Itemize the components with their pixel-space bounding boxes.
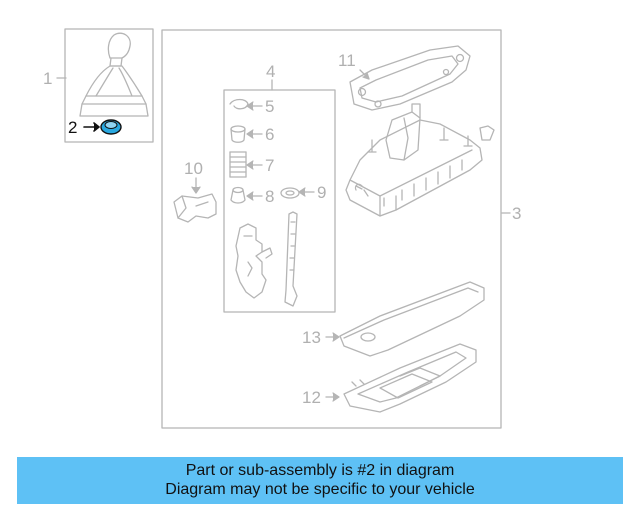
spring-drawing xyxy=(229,151,247,178)
banner-line-2: Diagram may not be specific to your vehi… xyxy=(165,481,475,498)
pivot-bracket-drawing xyxy=(235,223,273,299)
banner-line-1: Part or sub-assembly is #2 in diagram xyxy=(185,462,455,479)
shifter-housing-drawing xyxy=(345,103,495,217)
callout-11[interactable]: 11 xyxy=(338,51,356,70)
callout-4[interactable]: 4 xyxy=(266,62,275,81)
top-cover-plate-drawing xyxy=(349,45,471,111)
callout-6[interactable]: 6 xyxy=(265,125,274,144)
bracket-clip-drawing xyxy=(173,193,217,223)
callout-9[interactable]: 9 xyxy=(317,183,326,202)
shift-lever-rod-drawing xyxy=(284,211,298,307)
base-tray-drawing xyxy=(343,343,477,413)
cap-drawing xyxy=(230,186,246,204)
part-1-group-box xyxy=(64,28,154,143)
gasket-plate-drawing xyxy=(339,281,485,357)
shift-boot-drawing xyxy=(79,32,149,117)
part-2-arrow xyxy=(83,122,100,132)
callout-1[interactable]: 1 xyxy=(43,69,52,88)
callout-3[interactable]: 3 xyxy=(512,204,521,223)
spring-clip-drawing xyxy=(229,98,249,110)
part-info-banner: Part or sub-assembly is #2 in diagram Di… xyxy=(17,457,623,504)
part-3-group-box xyxy=(161,29,502,429)
callout-2[interactable]: 2 xyxy=(68,118,77,137)
part-4-group-box xyxy=(223,89,336,313)
bushing-drawing xyxy=(230,125,246,143)
callout-5[interactable]: 5 xyxy=(265,97,274,116)
callout-13[interactable]: 13 xyxy=(302,328,321,347)
ring-clamp-drawing xyxy=(100,119,122,135)
washer-drawing xyxy=(280,187,300,199)
callout-12[interactable]: 12 xyxy=(302,388,321,407)
callout-8[interactable]: 8 xyxy=(265,187,274,206)
callout-7[interactable]: 7 xyxy=(265,156,274,175)
callout-10[interactable]: 10 xyxy=(184,159,203,178)
